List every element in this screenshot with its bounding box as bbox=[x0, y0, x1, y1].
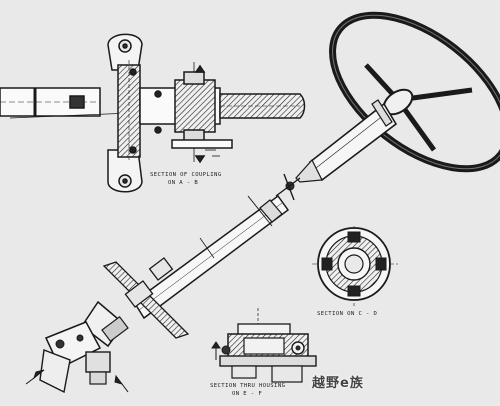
section-coupling-label: Section of Coupling bbox=[150, 172, 222, 178]
section-housing-label: Section thru housing bbox=[210, 383, 286, 389]
watermark: 越野e族 bbox=[312, 376, 364, 391]
steering-wheel bbox=[329, 11, 500, 173]
section-housing bbox=[211, 308, 317, 383]
coupling-ref-label: on a - b bbox=[168, 180, 199, 186]
housing-ref-label: on e - f bbox=[232, 391, 263, 397]
section-cd-label: Section on c - d bbox=[317, 311, 378, 317]
section-cd bbox=[312, 226, 398, 306]
coupling-section bbox=[0, 33, 306, 193]
steering-column bbox=[25, 99, 398, 394]
